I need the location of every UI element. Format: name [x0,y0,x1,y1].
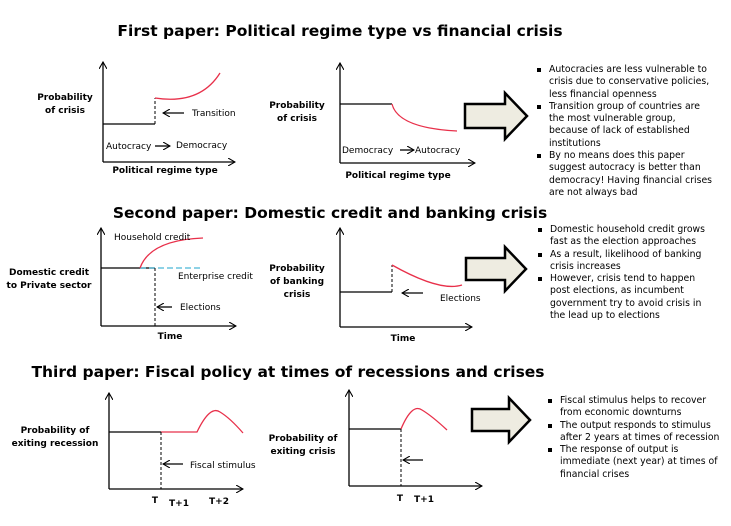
block-arrow-right-icon [470,394,532,446]
section-2-title: Second paper: Domestic credit and bankin… [113,204,547,222]
y-label: Domestic credit [9,268,90,278]
output-response-curve [161,409,244,434]
section-2-bullets: Domestic household credit grows fast as … [534,224,714,322]
axis-text-to: Democracy [176,141,228,151]
block-arrow-right-icon [463,89,529,143]
household-credit-label: Household credit [114,233,191,243]
block-arrow-right-icon [464,243,528,295]
y-label: of crisis [277,114,317,124]
autocracy-curve [391,103,458,132]
axis-text-to: Autocracy [415,146,461,156]
x-label: Political regime type [345,171,450,181]
household-credit-curve [139,237,204,269]
tick-label: T+1 [169,499,189,509]
x-label: Political regime type [112,166,217,176]
y-label: of crisis [45,106,85,116]
fiscal-stimulus-label: Fiscal stimulus [190,461,256,471]
axis-text-from: Autocracy [106,142,152,152]
enterprise-credit-label: Enterprise credit [178,272,253,282]
y-label: Probability of [269,434,338,444]
x-label: Time [158,332,183,342]
chart-regime-autocracy-to-democracy: Probability of crisis Transition Autocra… [37,62,235,176]
elections-label: Elections [440,294,481,304]
y-label: exiting crisis [270,447,335,457]
section-3-bullets: Fiscal stimulus helps to recover from ec… [544,395,724,481]
chart-domestic-credit: Household credit Enterprise credit Domes… [7,228,253,342]
chart-banking-crisis: Probability of banking crisis Elections … [269,228,481,344]
bullet-item: The output responds to stimulus after 2 … [544,420,724,445]
y-label: Probability [269,101,325,111]
tick-label: T+1 [414,495,434,505]
elections-label: Elections [180,303,221,313]
transition-label: Transition [191,109,236,119]
bullet-item: Transition group of countries are the mo… [533,101,713,150]
y-label: of banking [270,277,324,287]
tick-label: T+2 [209,497,229,507]
y-label: exiting recession [12,439,99,449]
y-label: crisis [284,290,311,300]
bullet-item: Domestic household credit grows fast as … [534,224,714,249]
bullet-item: Autocracies are less vulnerable to crisi… [533,64,713,101]
bullet-item: As a result, likelihood of banking crisi… [534,249,714,274]
bullet-item: However, crisis tend to happen post elec… [534,273,714,322]
y-label: to Private sector [7,281,92,291]
bullet-item: Fiscal stimulus helps to recover from ec… [544,395,724,420]
democracy-curve [154,72,221,100]
bullet-item: By no means does this paper suggest auto… [533,150,713,199]
axis-text-from: Democracy [342,146,394,156]
tick-label: T [397,494,404,504]
bullet-item: The response of output is immediate (nex… [544,444,724,481]
section-1-bullets: Autocracies are less vulnerable to crisi… [533,64,713,199]
chart-regime-democracy-to-autocracy: Probability of crisis Democracy Autocrac… [269,63,475,181]
chart-exiting-recession: Probability of exiting recession Fiscal … [12,393,256,509]
x-label: Time [391,334,416,344]
output-response-curve [400,407,448,431]
chart-exiting-crisis: Probability of exiting crisis T T+1 [269,390,482,505]
y-label: Probability [269,264,325,274]
crisis-probability-curve [391,264,463,288]
y-label: Probability of [21,426,90,436]
tick-label: T [152,496,159,506]
section-3-title: Third paper: Fiscal policy at times of r… [31,363,544,381]
y-label: Probability [37,93,93,103]
section-1-title: First paper: Political regime type vs fi… [117,22,562,40]
